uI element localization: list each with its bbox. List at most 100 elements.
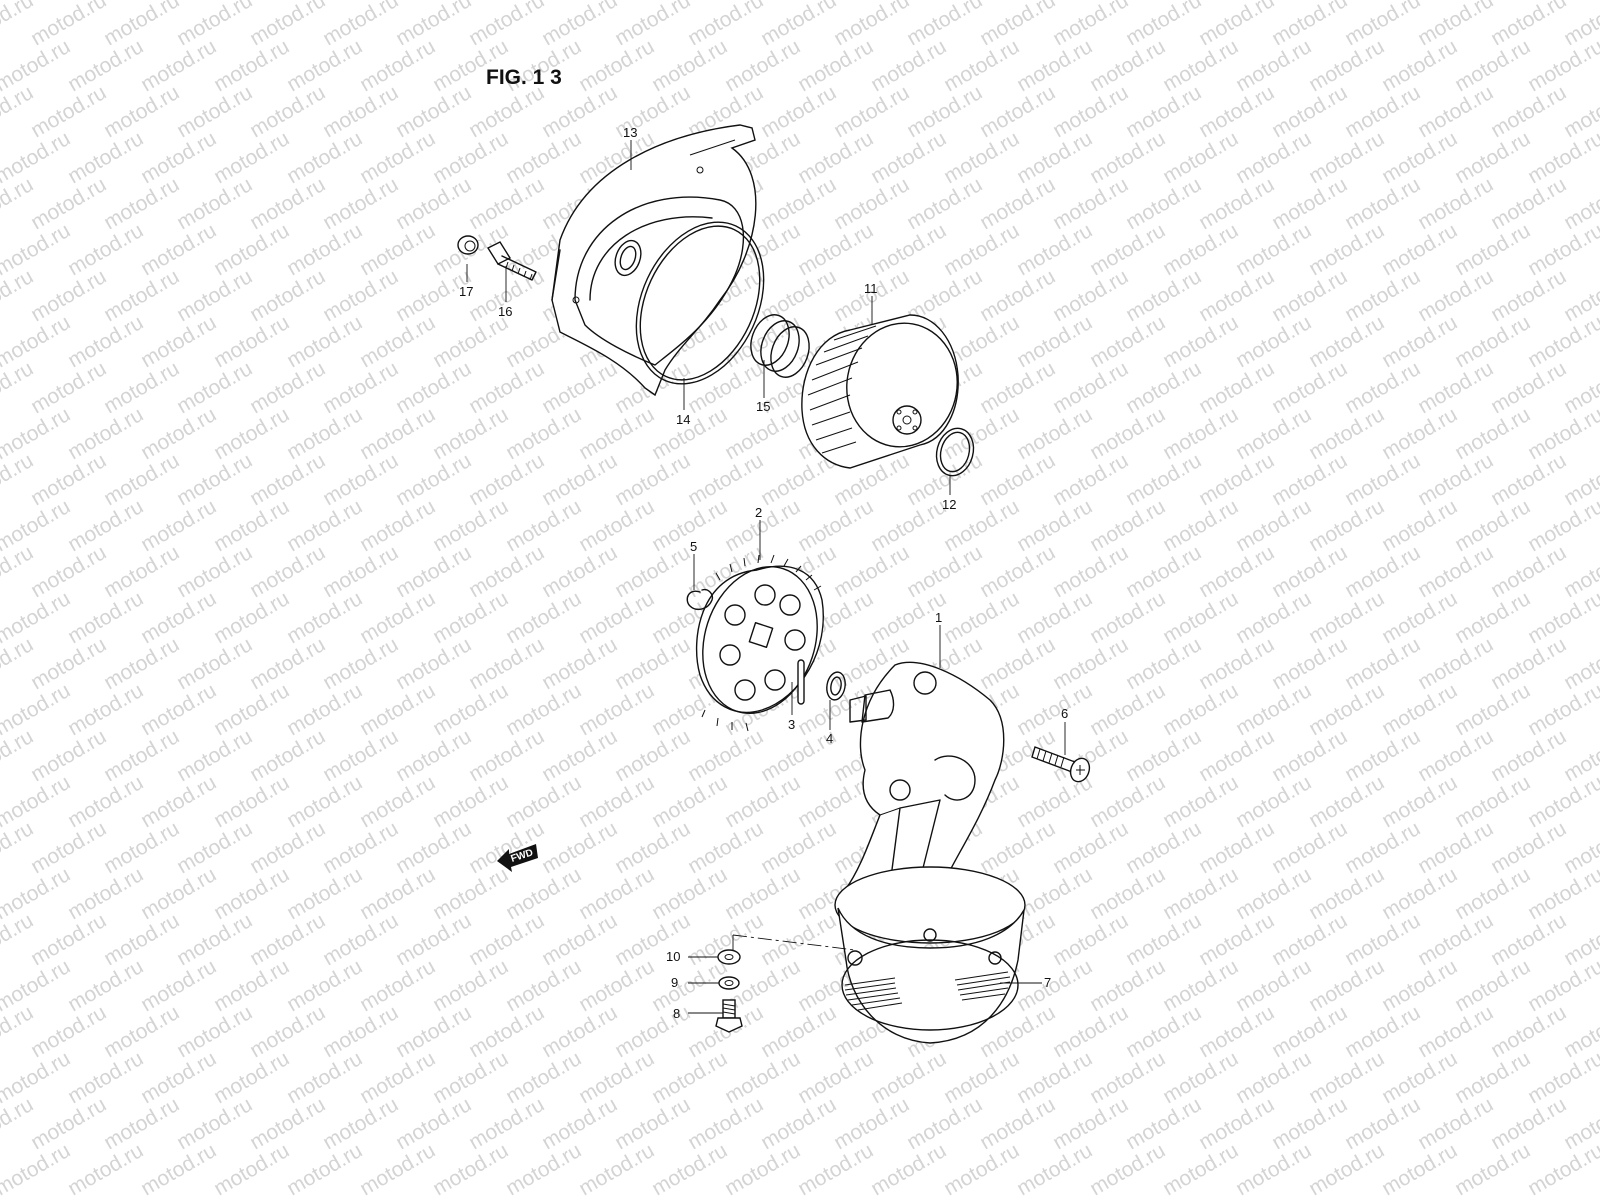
bolt-part-16 [486,241,537,281]
watermark-text: motod.ru [1122,633,1205,694]
watermark-text: motod.ru [1341,449,1424,510]
watermark-text: motod.ru [1487,909,1570,970]
watermark-text: motod.ru [830,173,913,234]
watermark-text: motod.ru [64,955,147,1016]
watermark-text: motod.ru [465,725,548,786]
watermark-text: motod.ru [1414,725,1497,786]
watermark-text: motod.ru [173,909,256,970]
watermark-text: motod.ru [0,0,37,50]
watermark-text: motod.ru [1232,771,1315,832]
watermark-text: motod.ru [1159,403,1242,464]
watermark-text: motod.ru [1341,725,1424,786]
watermark-text: motod.ru [100,81,183,142]
watermark-text: motod.ru [210,403,293,464]
watermark-text: motod.ru [1451,679,1534,740]
watermark-text: motod.ru [100,357,183,418]
watermark-text: motod.ru [210,679,293,740]
watermark-text: motod.ru [1122,1093,1205,1154]
watermark-text: motod.ru [1268,265,1351,326]
watermark-text: motod.ru [538,449,621,510]
washer-part-10 [717,949,741,965]
watermark-text: motod.ru [1305,127,1388,188]
watermark-text: motod.ru [940,1139,1023,1200]
callout-10: 10 [666,949,680,964]
watermark-text: motod.ru [27,909,110,970]
watermark-text: motod.ru [100,541,183,602]
watermark-text: motod.ru [356,127,439,188]
watermark-text: motod.ru [1305,403,1388,464]
watermark-text: motod.ru [1341,265,1424,326]
watermark-text: motod.ru [210,311,293,372]
watermark-text: motod.ru [1086,1139,1169,1200]
watermark-text: motod.ru [1451,35,1534,96]
watermark-text: motod.ru [210,1047,293,1108]
watermark-text: motod.ru [1378,35,1461,96]
watermark-text: motod.ru [100,633,183,694]
watermark-text: motod.ru [1305,219,1388,280]
watermark-text: motod.ru [1487,541,1570,602]
watermark-text: motod.ru [721,863,804,924]
oil-filter-part-11 [801,314,959,469]
watermark-text: motod.ru [429,587,512,648]
watermark-text: motod.ru [1195,633,1278,694]
watermark-text: motod.ru [283,587,366,648]
watermark-text: motod.ru [64,127,147,188]
watermark-text: motod.ru [1414,541,1497,602]
watermark-text: motod.ru [356,495,439,556]
watermark-text: motod.ru [1487,357,1570,418]
watermark-text: motod.ru [100,449,183,510]
watermark-text: motod.ru [867,127,950,188]
watermark-text: motod.ru [1414,1093,1497,1154]
watermark-text: motod.ru [1013,679,1096,740]
watermark-text: motod.ru [940,127,1023,188]
watermark-text: motod.ru [1232,587,1315,648]
watermark-text: motod.ru [1195,909,1278,970]
watermark-text: motod.ru [611,817,694,878]
watermark-text: motod.ru [356,219,439,280]
watermark-text: motod.ru [1122,357,1205,418]
watermark-text: motod.ru [1487,725,1570,786]
watermark-text: motod.ru [684,725,767,786]
watermark-text: motod.ru [27,173,110,234]
watermark-text: motod.ru [429,679,512,740]
watermark-text: motod.ru [100,265,183,326]
watermark-text: motod.ru [538,0,621,50]
watermark-text: motod.ru [210,495,293,556]
watermark-text: motod.ru [246,357,329,418]
watermark-text: motod.ru [429,1047,512,1108]
watermark-text: motod.ru [64,495,147,556]
watermark-text: motod.ru [1195,1001,1278,1062]
watermark-text: motod.ru [502,587,585,648]
watermark-text: motod.ru [173,1001,256,1062]
callout-9: 9 [671,975,678,990]
watermark-text: motod.ru [137,1047,220,1108]
watermark-text: motod.ru [1268,541,1351,602]
watermark-text: motod.ru [429,311,512,372]
watermark-text: motod.ru [1451,403,1534,464]
watermark-text: motod.ru [940,35,1023,96]
watermark-text: motod.ru [319,173,402,234]
watermark-text: motod.ru [1268,633,1351,694]
watermark-text: motod.ru [940,1047,1023,1108]
watermark-text: motod.ru [1086,311,1169,372]
watermark-text: motod.ru [1049,449,1132,510]
watermark-text: motod.ru [173,265,256,326]
watermark-text: motod.ru [1451,863,1534,924]
watermark-text: motod.ru [173,1093,256,1154]
watermark-text: motod.ru [976,81,1059,142]
callout-15: 15 [756,399,770,414]
watermark-text: motod.ru [1013,311,1096,372]
watermark-text: motod.ru [465,909,548,970]
watermark-text: motod.ru [27,1001,110,1062]
o-ring-part-14 [635,221,765,385]
watermark-text: motod.ru [27,541,110,602]
watermark-text: motod.ru [27,633,110,694]
watermark-text: motod.ru [392,1093,475,1154]
callout-8: 8 [673,1006,680,1021]
watermark-text: motod.ru [684,449,767,510]
circlip-part-5 [686,588,714,611]
watermark-text: motod.ru [64,771,147,832]
nut-part-17 [457,235,479,255]
